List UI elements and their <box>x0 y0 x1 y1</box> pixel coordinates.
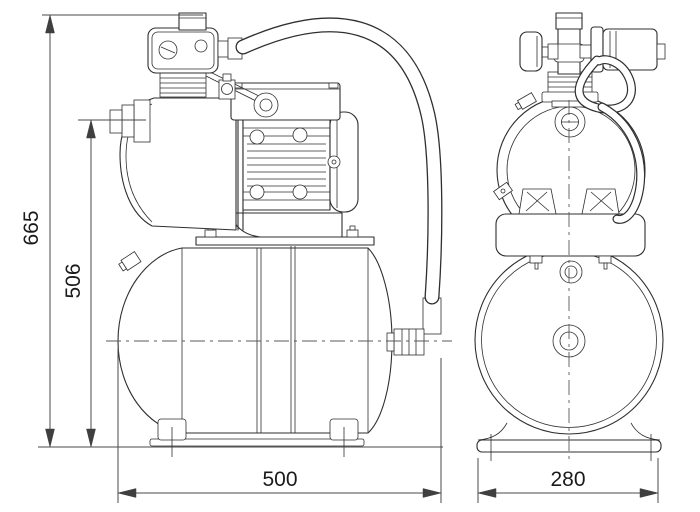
gusset-brace <box>525 191 548 212</box>
terminal-box-screw <box>328 82 339 89</box>
pressure-gauge <box>519 31 543 72</box>
motor-bolt <box>292 127 308 143</box>
arrow-down-icon <box>45 428 55 448</box>
pressure-switch-assembly <box>147 12 243 100</box>
arrow-right-icon <box>422 488 442 498</box>
gusset-brace <box>526 191 550 212</box>
tank-air-valve <box>564 265 578 279</box>
base-gusset-right <box>630 422 661 441</box>
flexible-hose-inner <box>236 18 442 304</box>
motor-terminal-box <box>230 82 341 121</box>
bracket-bolt <box>346 229 359 238</box>
pump-housing <box>109 97 237 231</box>
dim-label-overall-depth: 500 <box>262 468 297 491</box>
side-fitting-nub <box>222 73 232 82</box>
base-plate <box>149 438 365 447</box>
bracket-bolt-stem <box>603 262 608 270</box>
dimension-overall-depth: 500 <box>117 348 442 503</box>
switch-cable-loops <box>574 55 646 224</box>
motor <box>199 69 359 231</box>
discharge-hose <box>235 17 443 356</box>
switch-cap <box>178 12 207 31</box>
arrow-up-icon <box>45 14 55 34</box>
arrow-up-icon <box>86 119 96 139</box>
bracket-plate <box>195 236 375 246</box>
arrow-right-icon <box>639 488 659 498</box>
motor-bolt <box>249 129 265 145</box>
air-valve <box>118 251 142 272</box>
tank-feet <box>149 418 365 457</box>
arrow-left-icon <box>477 488 497 498</box>
dimension-annotations: 665 506 500 280 <box>20 14 659 503</box>
dimension-overall-width: 280 <box>477 458 659 503</box>
motor-screw-icon <box>327 155 341 169</box>
side-fitting-port <box>221 83 233 95</box>
pipe-cap <box>555 12 583 30</box>
bracket-bolt-stem <box>534 262 539 270</box>
switch-hole <box>194 39 208 53</box>
motor-screw-icon <box>331 159 337 165</box>
dim-label-overall-height: 665 <box>20 210 43 245</box>
pump-top-nub <box>514 92 537 111</box>
bracket-bolt <box>529 255 543 264</box>
suction-inlet-stub <box>121 104 135 138</box>
front-bracket <box>495 213 646 257</box>
motor-pedestal <box>230 212 343 238</box>
pump-unit-front-view <box>474 12 666 462</box>
tank-air-valve <box>559 260 583 284</box>
arrow-down-icon <box>86 428 96 448</box>
tank-shell <box>117 247 393 434</box>
dim-label-overall-width: 280 <box>550 468 585 491</box>
pump-unit-side-view <box>106 12 452 457</box>
gusset-brace <box>590 191 614 212</box>
base-gusset-left <box>477 422 508 441</box>
pressure-switch-box <box>147 27 219 74</box>
gauge-stem <box>547 43 559 60</box>
pressure-tank <box>117 246 393 457</box>
dimension-inlet-height: 506 <box>62 119 146 448</box>
elbow-collar <box>386 332 395 352</box>
bracket-bolt <box>204 229 217 238</box>
cable-entry-gland <box>259 98 273 112</box>
dim-label-inlet-height: 506 <box>62 263 85 298</box>
motor-bolt <box>249 184 265 200</box>
suction-inlet-stub <box>109 109 123 134</box>
bracket-bolt <box>598 255 612 264</box>
arrow-left-icon <box>117 488 137 498</box>
support-bracket <box>195 212 375 246</box>
switch-end-stub <box>656 43 666 60</box>
cable-gland <box>217 40 229 58</box>
tee-body <box>553 43 585 63</box>
switch-screw-slot <box>160 46 176 54</box>
bracket-bolt-head <box>349 225 356 231</box>
suction-inlet-stub <box>133 99 151 143</box>
switch-box-inner <box>151 31 215 70</box>
dimension-overall-height: 665 <box>20 14 203 448</box>
motor-bolt <box>292 184 308 200</box>
gusset-brace <box>589 191 612 212</box>
hose-clamp <box>493 181 513 201</box>
